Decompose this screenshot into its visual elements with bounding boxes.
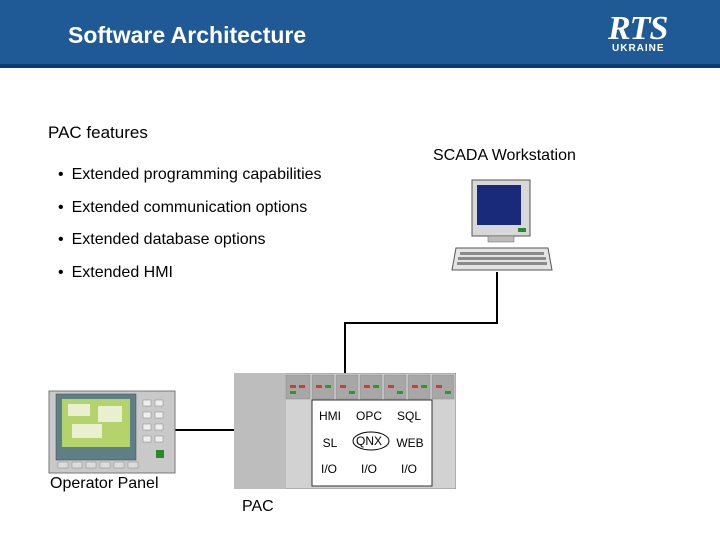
pac-label: PAC [242, 498, 274, 515]
scada-workstation-label: SCADA Workstation [433, 147, 576, 164]
operator-panel-label: Operator Panel [50, 475, 159, 492]
pac-module-opc: OPC [355, 409, 382, 423]
pac-module-sql: SQL [396, 409, 421, 423]
header-divider [0, 64, 720, 68]
pac-module-io: I/O [320, 462, 337, 476]
rts-ukraine-logo: RTS UKRAINE [604, 10, 696, 56]
pac-module-io: I/O [360, 462, 377, 476]
pac-module-io: I/O [400, 462, 417, 476]
pac-rack-graphic [234, 373, 456, 489]
pac-controller-icon: HMI OPC SQL SL QNX WEB I/O I/O I/O [234, 373, 456, 489]
list-item: Extended database options [58, 231, 322, 264]
pac-module-web: WEB [396, 436, 424, 450]
section-title: PAC features [48, 123, 148, 142]
scada-to-pac-wire [344, 272, 498, 381]
header-bar: Software Architecture RTS UKRAINE [0, 0, 720, 68]
list-item: Extended programming capabilities [58, 166, 322, 199]
list-item: Extended communication options [58, 199, 322, 232]
pac-module-hmi: HMI [319, 409, 341, 423]
computer-workstation-icon [451, 179, 553, 271]
pac-module-sl: SL [322, 436, 338, 450]
list-item: Extended HMI [58, 264, 322, 297]
operator-panel-icon [48, 390, 176, 474]
pac-module-qnx: QNX [355, 434, 382, 448]
page-title: Software Architecture [68, 22, 307, 48]
logo-subtext: UKRAINE [612, 43, 665, 54]
logo-text: RTS [608, 10, 668, 47]
features-list: Extended programming capabilities Extend… [58, 166, 322, 296]
